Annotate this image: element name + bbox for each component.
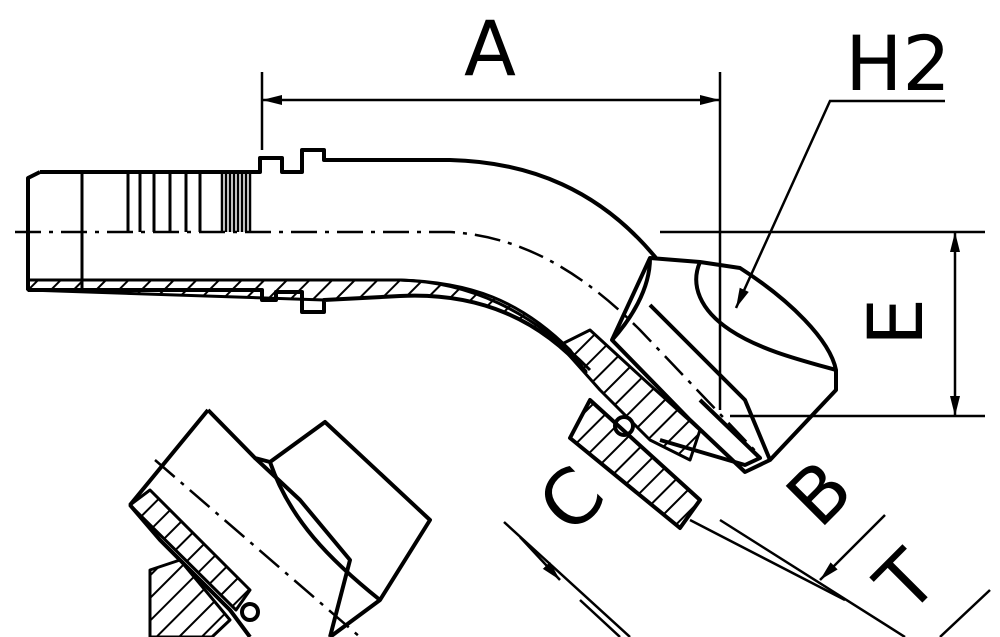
dim-h2-leader xyxy=(734,99,945,309)
stem-tip xyxy=(26,170,41,290)
secondary-collar-section xyxy=(148,558,232,637)
centerline xyxy=(15,230,761,457)
dimensions xyxy=(260,72,991,637)
secondary-o-ring xyxy=(240,602,260,622)
o-ring xyxy=(613,415,635,437)
label-h2: H2 xyxy=(845,19,951,108)
knurl-band xyxy=(220,172,252,232)
dimension-labels: A H2 E C B T xyxy=(464,4,955,630)
dim-b-line xyxy=(819,514,886,581)
main-nut-edge xyxy=(610,257,652,342)
nut-collar-outline xyxy=(568,398,702,530)
label-b: B xyxy=(769,443,869,543)
main-nut-face xyxy=(694,261,837,372)
label-a: A xyxy=(464,4,516,93)
secondary-fitting xyxy=(128,408,432,637)
main-nut-face2 xyxy=(648,303,772,461)
dim-c-line xyxy=(519,536,561,581)
dim-t-ext xyxy=(719,518,906,637)
dim-b-ext xyxy=(689,518,846,602)
secondary-nut-face2 xyxy=(268,461,382,602)
main-nut-outline xyxy=(610,256,838,474)
stem-outline xyxy=(40,148,658,260)
dim-t-ext2 xyxy=(939,589,991,637)
elbow-wall-section xyxy=(558,328,702,462)
dim-c-line2 xyxy=(579,599,621,637)
main-fitting xyxy=(26,148,838,530)
seat-cone xyxy=(659,398,762,467)
secondary-wall-section xyxy=(128,488,252,612)
stem-wall-section xyxy=(26,278,588,374)
secondary-body xyxy=(128,408,252,637)
secondary-nut-face xyxy=(253,456,352,637)
label-e: E xyxy=(851,298,940,346)
